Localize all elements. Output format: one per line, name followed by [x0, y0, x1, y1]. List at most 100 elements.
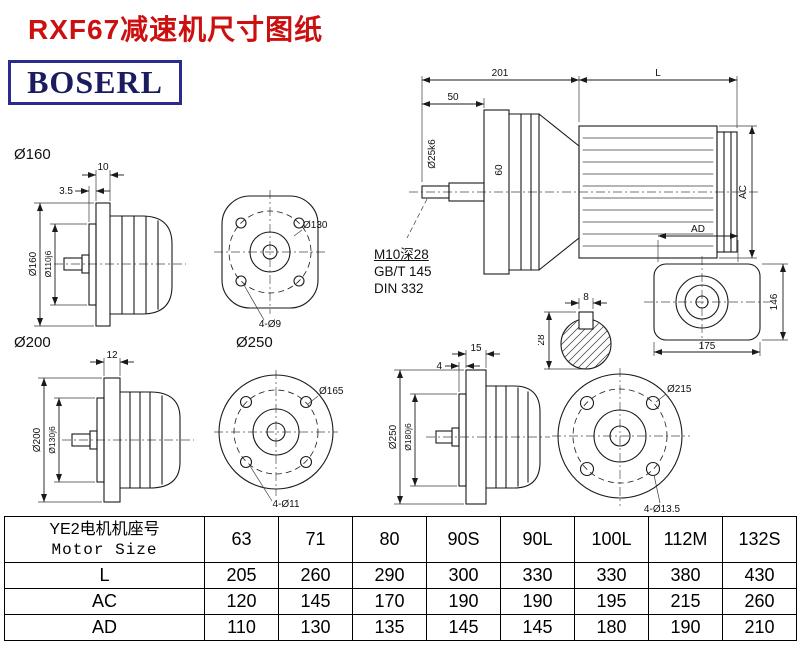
table-cell: 300	[426, 562, 501, 589]
assembly-dimensions: 201 L 50 Ø25k6 60 AC	[406, 68, 757, 259]
dim-AD: AD	[691, 224, 705, 235]
flange200-front-outline	[218, 374, 334, 490]
bolt-circle	[228, 210, 312, 294]
table-cell: 330	[574, 562, 649, 589]
row-label: AC	[4, 588, 205, 615]
key-dimensions: 8 28	[538, 292, 607, 370]
dim-holes-4x9: 4-Ø9	[259, 319, 282, 330]
table-cell: 170	[352, 588, 427, 615]
brand-logo: BOSERL	[8, 60, 182, 105]
table-row-L: L 205 260 290 300 330 330 380 430	[4, 562, 797, 589]
fan-cover	[716, 131, 738, 253]
flange250-front-view: Ø215 4-Ø13.5	[552, 368, 692, 515]
table-header-motor-size: YE2电机机座号 Motor Size	[4, 516, 205, 563]
table-cell: 110	[204, 614, 279, 641]
dim-L: L	[655, 68, 661, 79]
view-label-200: Ø200	[14, 334, 51, 351]
col-header: 63	[204, 516, 279, 563]
row-label: AD	[4, 614, 205, 641]
dimension-table: YE2电机机座号 Motor Size 63 71 80 90S 90L 100…	[4, 516, 797, 641]
table-cell: 290	[352, 562, 427, 589]
table-cell: 135	[352, 614, 427, 641]
dim-175: 175	[699, 341, 716, 352]
dim-bolt-circle-130: Ø130	[303, 220, 328, 231]
table-cell: 195	[574, 588, 649, 615]
table-cell: 190	[426, 588, 501, 615]
dim-holes-4x13-5: 4-Ø13.5	[644, 504, 681, 515]
page-title: RXF67减速机尺寸图纸	[28, 14, 324, 45]
flange250-side-view: 15 4 Ø250 Ø180j6	[388, 344, 550, 505]
dim-50: 50	[447, 92, 459, 103]
flange250-dimensions: 15 4 Ø250 Ø180j6	[388, 344, 500, 505]
end-view-body	[653, 263, 761, 341]
table-cell: 145	[426, 614, 501, 641]
dim-146: 146	[769, 293, 780, 310]
view-label-250: Ø250	[236, 334, 273, 351]
dim-bolt-circle-165: Ø165	[319, 386, 344, 397]
thread-spec-note: M10深28 GB/T 145 DIN 332	[374, 246, 432, 297]
table-cell: 205	[204, 562, 279, 589]
table-cell: 145	[500, 614, 575, 641]
dim-dia-130j6: Ø130j6	[47, 426, 57, 454]
table-cell: 215	[648, 588, 723, 615]
dim-8: 8	[583, 292, 589, 303]
col-header: 90S	[426, 516, 501, 563]
dim-dia-160: Ø160	[28, 251, 39, 276]
col-header: 100L	[574, 516, 649, 563]
dim-28: 28	[538, 334, 547, 346]
motor-size-label-en: Motor Size	[51, 540, 158, 559]
bolt-holes	[235, 217, 305, 287]
flange160-body	[63, 202, 173, 327]
flange160-side-view: 10 3.5 Ø160 Ø110j6	[28, 162, 186, 327]
dim-201: 201	[492, 68, 509, 79]
col-header: 80	[352, 516, 427, 563]
table-cell: 190	[500, 588, 575, 615]
flange200-body	[71, 377, 181, 503]
dim-12: 12	[106, 350, 118, 361]
mount-flange	[483, 109, 510, 275]
dim-15: 15	[470, 344, 482, 354]
dim-bolt-circle-215: Ø215	[667, 384, 692, 395]
key	[578, 311, 594, 330]
gb-standard: GB/T 145	[374, 264, 432, 279]
dim-4: 4	[436, 361, 442, 372]
dim-dia-200: Ø200	[32, 427, 43, 452]
dim-holes-4x11: 4-Ø11	[272, 499, 299, 510]
dim-AC: AC	[738, 185, 749, 199]
end-view-dimensions: AD 146 175	[653, 224, 788, 356]
view-label-160: Ø160	[14, 146, 51, 163]
flange200-side-view: 12 Ø200 Ø130j6	[32, 350, 194, 503]
flange250-front-outline	[557, 373, 683, 499]
table-cell: 430	[722, 562, 797, 589]
col-header: 90L	[500, 516, 575, 563]
col-header: 71	[278, 516, 353, 563]
shaft-key-section: 8 28	[538, 292, 612, 370]
table-cell: 190	[648, 614, 723, 641]
bolt-circle	[572, 388, 668, 484]
dim-dia-250: Ø250	[388, 424, 399, 449]
bolt-holes	[239, 395, 313, 469]
flange250-body	[435, 369, 541, 505]
motor	[578, 125, 738, 259]
flange200-dimensions: 12 Ø200 Ø130j6	[32, 350, 134, 503]
dim-dia-110j6: Ø110j6	[43, 250, 53, 277]
table-cell: 260	[722, 588, 797, 615]
dim-dia-180j6: Ø180j6	[403, 423, 413, 451]
dim-10: 10	[97, 162, 109, 173]
table-row-AC: AC 120 145 170 190 190 195 215 260	[4, 588, 797, 615]
thread-spec: M10深28	[374, 247, 429, 262]
flange160-front-view: Ø130 4-Ø9	[214, 190, 328, 330]
table-cell: 145	[278, 588, 353, 615]
table-row-AD: AD 110 130 135 145 145 180 190 210	[4, 614, 797, 641]
motor-size-label-cn: YE2电机机座号	[49, 520, 160, 538]
bolt-circle	[233, 389, 319, 475]
table-cell: 120	[204, 588, 279, 615]
dim-shaft-dia: Ø25k6	[427, 139, 438, 169]
table-cell: 210	[722, 614, 797, 641]
table-cell: 180	[574, 614, 649, 641]
dim-3-5: 3.5	[59, 186, 73, 197]
col-header: 112M	[648, 516, 723, 563]
motor-end-view: AD 146 175	[644, 224, 788, 356]
assembly-side-view: 201 L 50 Ø25k6 60 AC	[406, 68, 759, 275]
bolt-holes	[579, 395, 661, 477]
